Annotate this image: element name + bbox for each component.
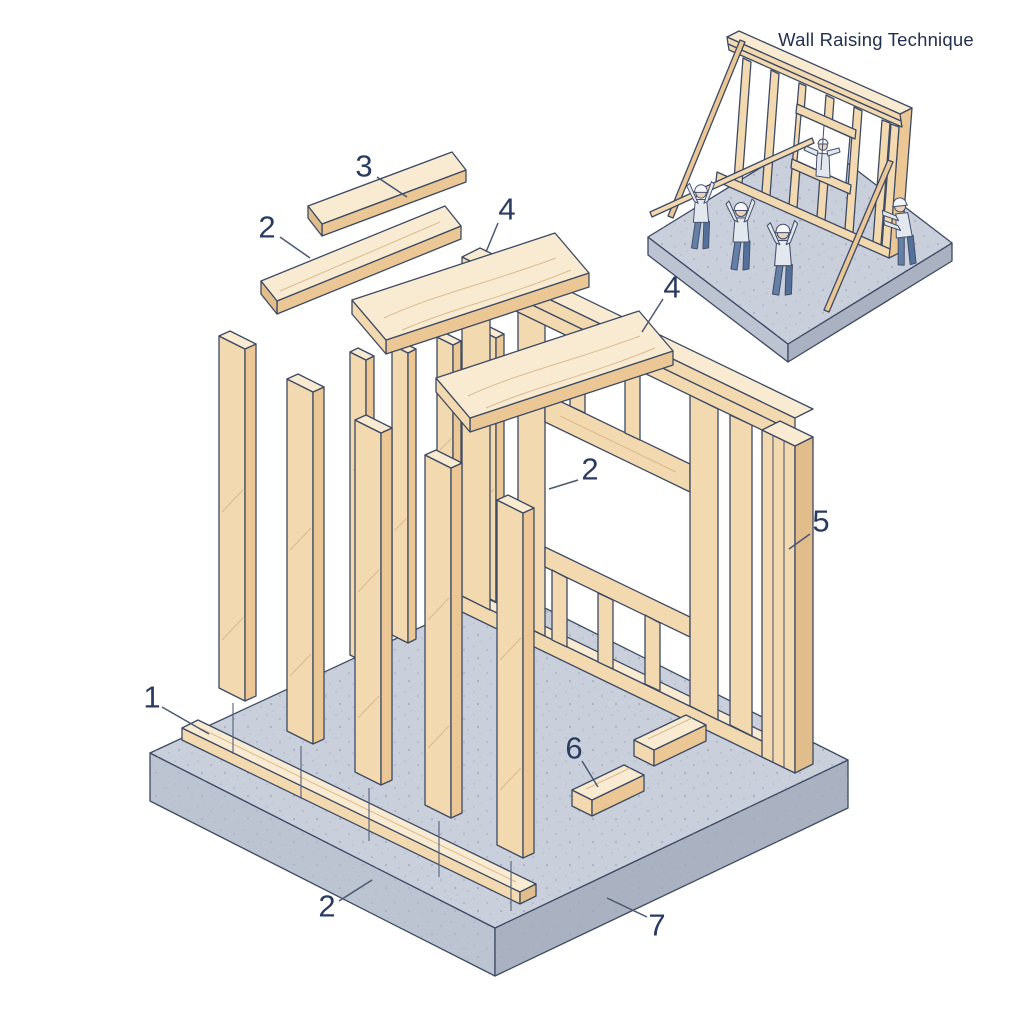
inset-window-opening xyxy=(796,114,851,184)
callout-1-sole-plate: 1 xyxy=(143,679,161,715)
worker-behind-window xyxy=(803,138,841,179)
loose-stud xyxy=(354,414,393,786)
loose-stud xyxy=(424,449,463,819)
sole-plate xyxy=(181,719,537,905)
loose-studs xyxy=(218,330,535,859)
callout-3-top-plate: 3 xyxy=(355,148,373,184)
corner-post xyxy=(761,420,814,774)
loose-stud xyxy=(496,494,535,859)
inset-brace-right xyxy=(823,159,894,313)
spacer-blocks xyxy=(571,714,707,817)
callout-4-wall-plate: 4 xyxy=(663,269,681,305)
callout-4-header-plank: 4 xyxy=(498,191,516,227)
top-plate-back xyxy=(307,151,467,237)
callout-6-spacer-block: 6 xyxy=(565,730,583,766)
worker xyxy=(881,197,917,266)
callout-5-corner-post: 5 xyxy=(812,503,830,539)
inset-brace-left xyxy=(667,39,746,219)
header-plank-lower xyxy=(435,310,674,433)
spacer-block xyxy=(633,714,707,767)
callout-leaders xyxy=(161,176,811,918)
callout-2-window-stud: 2 xyxy=(581,451,599,487)
stud-position-leaders xyxy=(232,703,512,911)
worker xyxy=(686,180,715,250)
worker xyxy=(725,198,756,271)
header-plank-upper xyxy=(351,232,590,355)
loose-stud xyxy=(286,373,325,745)
inset-lift-board xyxy=(649,137,815,218)
callout-7-slab: 7 xyxy=(648,907,666,943)
window-header xyxy=(544,393,691,493)
top-plate-front xyxy=(260,205,462,315)
loose-stud xyxy=(218,330,257,702)
inset-illustration xyxy=(647,30,953,363)
spacer-block xyxy=(571,764,645,817)
worker xyxy=(766,220,799,296)
callout-2-slab-edge: 2 xyxy=(318,888,336,924)
callout-2-top-plate: 2 xyxy=(258,209,276,245)
inset-title: Wall Raising Technique xyxy=(778,29,974,50)
